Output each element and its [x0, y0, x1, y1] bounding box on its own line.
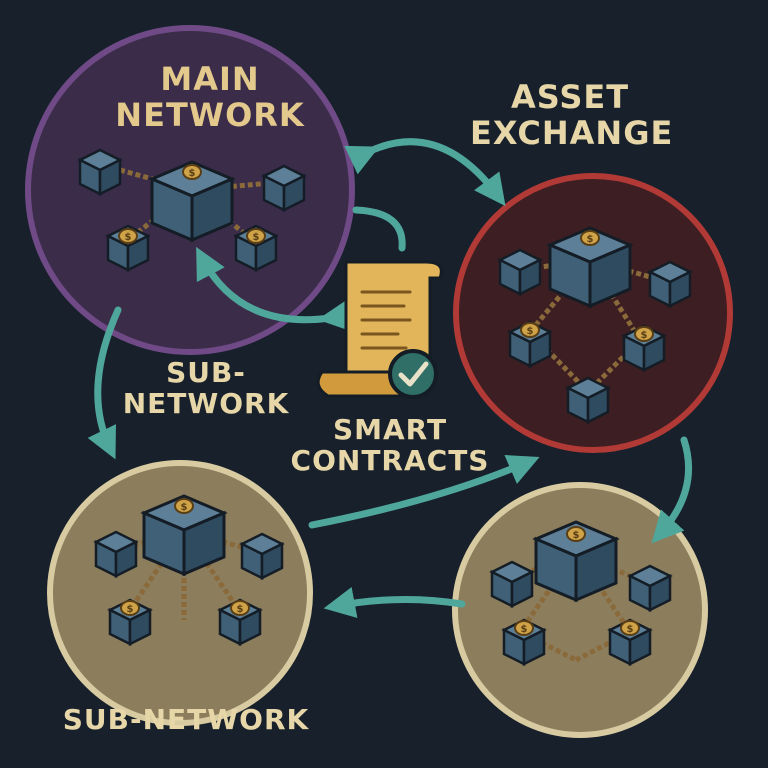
cube-icon	[628, 564, 672, 612]
sub-network-top-label-line1: SUB-	[166, 356, 246, 389]
sub-network-right-blocks	[490, 520, 672, 666]
coin-icon	[514, 620, 534, 636]
cube-icon	[78, 148, 122, 196]
coin-icon	[566, 526, 586, 542]
cube-icon	[262, 164, 306, 212]
coin-icon	[580, 230, 600, 246]
smart-contracts-label-line1: SMART	[332, 413, 448, 446]
coin-icon	[246, 228, 266, 244]
coin-icon	[182, 164, 202, 180]
asset-exchange-label-line2: EXCHANGE	[470, 113, 674, 152]
sub-network-right-circle	[452, 482, 708, 738]
main-network-label: MAIN NETWORK	[110, 60, 310, 134]
coin-icon	[620, 620, 640, 636]
coin-icon	[120, 600, 140, 616]
arrow-asset-subright	[651, 436, 693, 544]
checkmark-badge-icon	[388, 349, 438, 399]
asset-exchange-label: ASSET EXCHANGE	[470, 78, 674, 152]
flow-arrows	[87, 138, 693, 619]
cube-icon	[566, 376, 610, 424]
coin-icon	[174, 498, 194, 514]
main-network-label-line2: NETWORK	[115, 95, 305, 134]
arrow-main-smart	[352, 206, 406, 252]
coin-icon	[230, 600, 250, 616]
cube-icon	[498, 248, 542, 296]
arrow-subright-sub	[323, 587, 466, 619]
asset-exchange-blocks	[498, 226, 692, 424]
coin-icon	[118, 228, 138, 244]
sub-network-left-circle	[47, 460, 313, 726]
asset-exchange-circle	[453, 173, 733, 453]
arrow-smart-main	[196, 246, 351, 332]
cube-icon	[648, 260, 692, 308]
sub-network-top-label-line2: NETWORK	[122, 387, 290, 421]
arrow-sub-asset	[308, 455, 540, 529]
sub-network-bottom-label: SUB-NETWORK	[62, 703, 310, 736]
cube-icon	[490, 560, 534, 608]
smart-contracts-label-line2: CONTRACTS	[290, 444, 490, 478]
coin-icon	[634, 326, 654, 342]
asset-exchange-label-line1: ASSET	[510, 78, 630, 116]
sub-network-left-blocks	[94, 494, 284, 646]
cube-icon	[94, 530, 138, 578]
cube-icon	[240, 532, 284, 580]
arrow-main-asset	[344, 138, 506, 207]
arrow-main-sub	[87, 306, 122, 460]
smart-contracts-label: SMART CONTRACTS	[290, 414, 490, 477]
coin-icon	[520, 322, 540, 338]
sub-network-top-label: SUB- NETWORK	[108, 357, 304, 420]
main-network-label-line1: MAIN	[160, 60, 260, 98]
